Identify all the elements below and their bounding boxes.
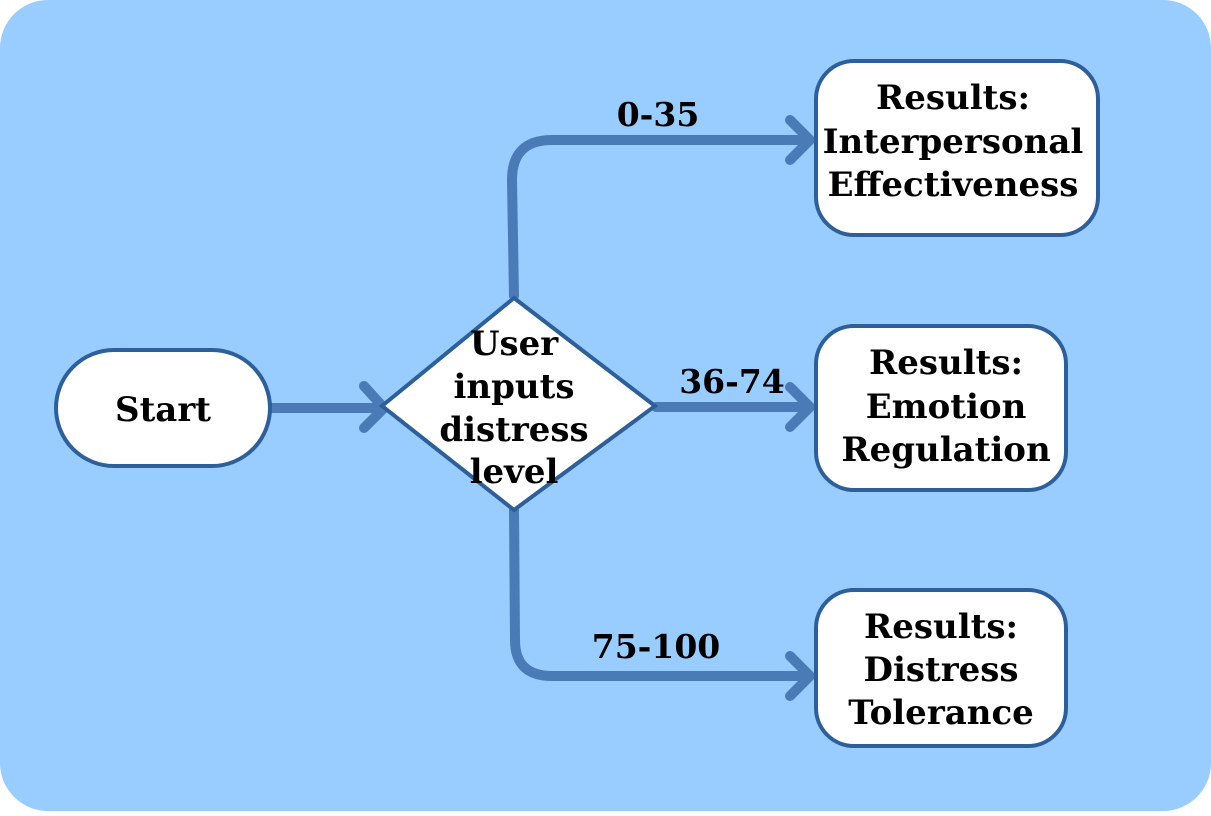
start-node: Start xyxy=(54,348,272,468)
result-emotion-line-1: Results: xyxy=(869,343,1023,383)
decision-node-line-3: distress xyxy=(439,410,588,450)
result-distress-line-2: Distress xyxy=(863,650,1018,690)
result-emotion-node: Results: Emotion Regulation xyxy=(814,324,1068,492)
decision-node-line-4: level xyxy=(470,452,559,492)
result-interpersonal-line-1: Results: xyxy=(876,78,1030,118)
edge-label-mid: 36-74 xyxy=(679,362,785,401)
result-interpersonal-line-2: Interpersonal xyxy=(823,122,1084,162)
edges xyxy=(267,115,815,701)
start-node-label: Start xyxy=(115,390,211,430)
result-emotion-shape xyxy=(814,324,1068,492)
start-node-shape xyxy=(54,348,272,468)
result-interpersonal-node: Results: Interpersonal Effectiveness xyxy=(814,59,1100,237)
result-interpersonal-line-3: Effectiveness xyxy=(828,165,1079,205)
result-emotion-line-2: Emotion xyxy=(866,387,1027,427)
decision-node: User inputs distress level xyxy=(378,295,659,513)
result-distress-line-1: Results: xyxy=(864,607,1018,647)
decision-node-line-1: User xyxy=(470,324,559,364)
result-interpersonal-shape xyxy=(814,59,1100,237)
decision-node-shape xyxy=(378,295,659,513)
edge-decision-to-distress xyxy=(509,505,813,681)
decision-node-line-2: inputs xyxy=(454,367,575,407)
arrowhead-decision-to-interpersonal xyxy=(785,115,815,165)
edge-label-low: 0-35 xyxy=(617,95,700,134)
edge-label-high: 75-100 xyxy=(592,627,721,666)
arrowhead-decision-to-distress xyxy=(785,651,815,701)
result-distress-node: Results: Distress Tolerance xyxy=(814,588,1068,748)
arrowhead-decision-to-emotion xyxy=(785,382,815,432)
result-distress-line-3: Tolerance xyxy=(848,693,1034,733)
result-emotion-line-3: Regulation xyxy=(841,430,1050,470)
edge-decision-to-interpersonal xyxy=(507,135,813,301)
result-distress-shape xyxy=(814,588,1068,748)
